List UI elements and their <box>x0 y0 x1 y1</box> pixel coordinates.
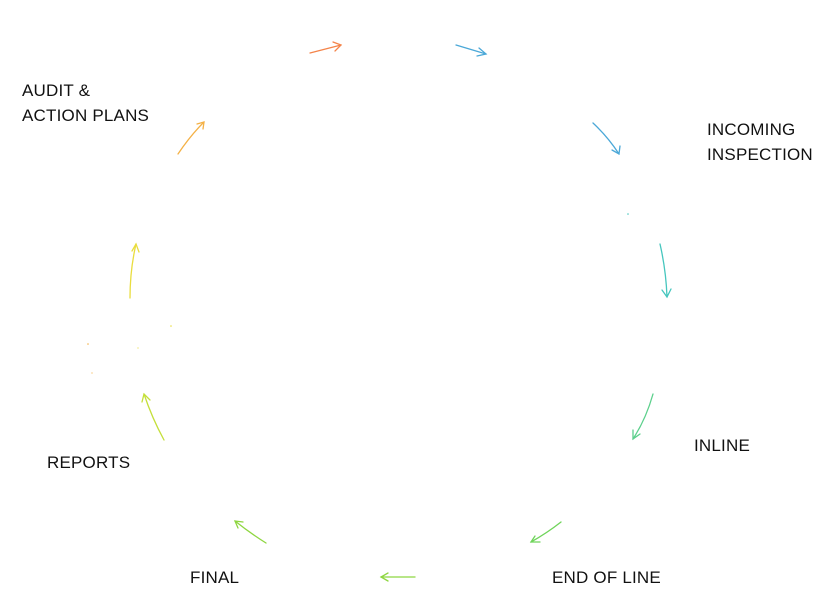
dot-marker <box>137 347 139 349</box>
arrow-yellow-green-2 <box>141 392 165 441</box>
stage-label-end-of-line: END OF LINE <box>552 568 661 587</box>
dot-marker <box>91 372 93 374</box>
arrow-amber <box>177 121 205 155</box>
stage-label-inline: INLINE <box>694 436 750 455</box>
arrow-green-teal <box>632 393 654 441</box>
stage-label-reports: REPORTS <box>47 453 131 472</box>
arrow-green <box>529 521 562 543</box>
stage-label-audit: AUDIT & ACTION PLANS <box>22 81 150 125</box>
dot-marker <box>87 343 89 345</box>
arrow-blue <box>455 44 488 57</box>
arrow-yellow <box>129 242 140 299</box>
arrow-orange <box>309 41 343 54</box>
arrow-yellow-green <box>233 520 267 544</box>
dot-marker <box>627 213 629 215</box>
arrow-teal <box>659 243 672 299</box>
stage-label-incoming-inspection: INCOMING INSPECTION <box>707 120 813 164</box>
dot-marker <box>170 325 172 327</box>
stage-label-final: FINAL <box>190 568 240 587</box>
arrow-blue-teal <box>592 122 621 156</box>
arrow-light-green <box>379 572 416 582</box>
